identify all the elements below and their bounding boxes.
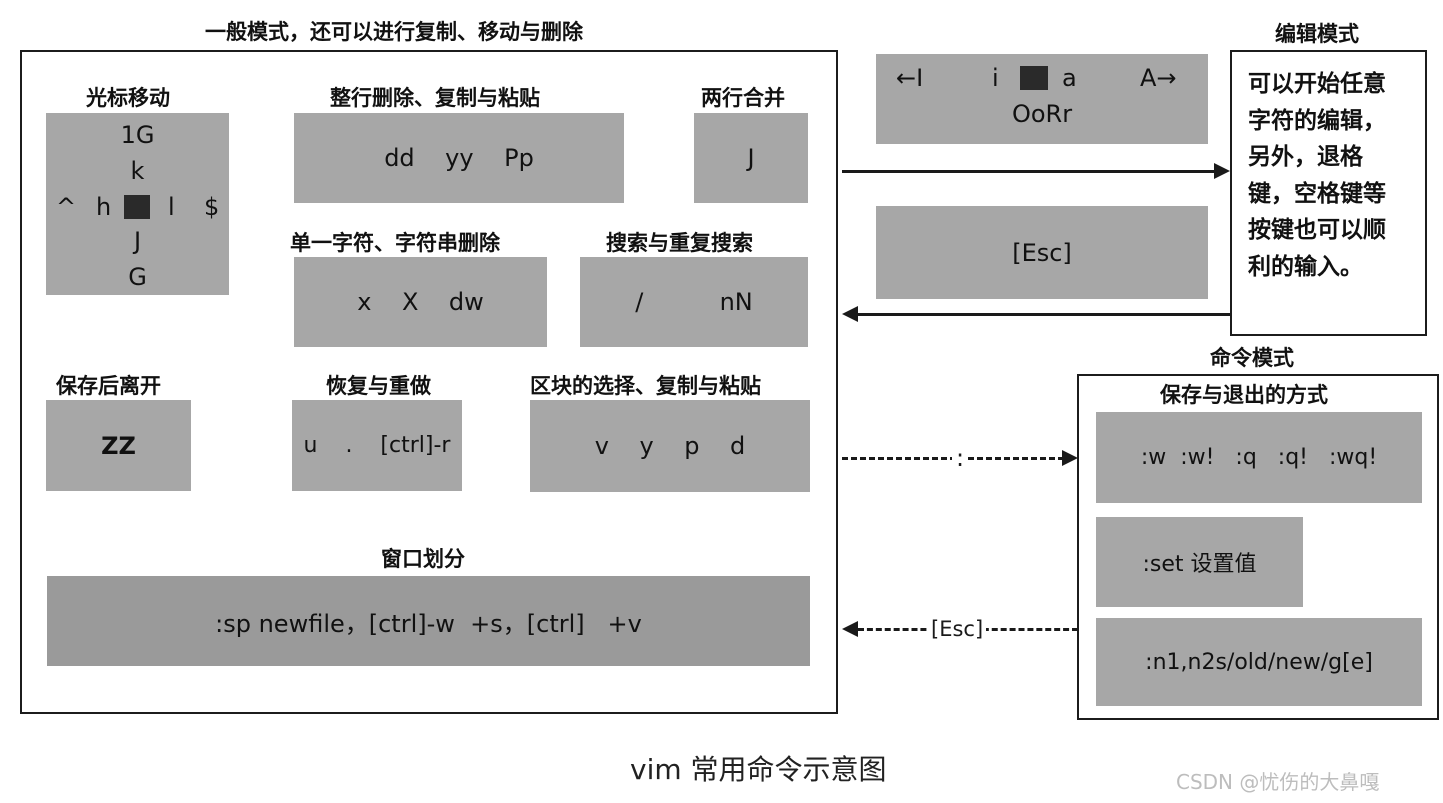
command-item-substitute: :n1,n2s/old/new/g[e] xyxy=(1096,618,1422,706)
insert-cursor-icon xyxy=(1020,66,1048,90)
edit-mode-text: 可以开始任意字符的编辑，另外，退格键，空格键等按键也可以顺利的输入。 xyxy=(1248,71,1386,280)
save-quit-label: 保存后离开 xyxy=(56,374,161,398)
arrowhead-right-icon xyxy=(1214,163,1230,179)
insert-key-i: i xyxy=(992,64,999,92)
undo-redo-label: 恢复与重做 xyxy=(326,374,431,398)
command-mode-subtitle: 保存与退出的方式 xyxy=(1160,383,1328,407)
edit-mode-frame xyxy=(1230,50,1427,336)
join-label: 两行合并 xyxy=(701,86,785,110)
esc-box: [Esc] xyxy=(876,206,1208,299)
window-label: 窗口划分 xyxy=(381,547,465,571)
cursor-key-g: G xyxy=(128,263,147,291)
insert-key-bottom: OoRr xyxy=(1011,100,1073,128)
cursor-move-label: 光标移动 xyxy=(86,86,170,110)
cursor-key-caret: ^ xyxy=(56,193,77,221)
insert-keys-box: ←I i a A→ OoRr xyxy=(876,54,1208,144)
arrowhead-left-icon xyxy=(842,306,858,322)
line-ops-label: 整行删除、复制与粘贴 xyxy=(330,86,540,110)
cursor-key-1g: 1G xyxy=(120,121,155,149)
arrowhead-right-icon xyxy=(1062,450,1078,466)
command-item-save-quit: :w :w! :q :q! :wq! xyxy=(1096,412,1422,503)
undo-redo-box: u . [ctrl]-r xyxy=(292,400,462,491)
char-del-label: 单一字符、字符串删除 xyxy=(290,231,500,255)
watermark: CSDN @忧伤的大鼻嘎 xyxy=(1176,770,1380,794)
line-ops-box: dd yy Pp xyxy=(294,113,624,203)
cursor-move-box: 1G k ^ h l $ J G xyxy=(46,113,229,295)
arrow-to-edit xyxy=(842,170,1216,173)
edit-mode-title: 编辑模式 xyxy=(1275,22,1359,46)
cursor-key-h: h xyxy=(96,193,112,221)
cursor-key-l: l xyxy=(168,193,175,221)
colon-label: : xyxy=(952,444,969,472)
cursor-block-icon xyxy=(124,195,150,219)
command-mode-title: 命令模式 xyxy=(1210,346,1294,370)
insert-key-right: A→ xyxy=(1140,64,1177,92)
char-del-box: x X dw xyxy=(294,257,547,347)
cursor-key-j: J xyxy=(133,227,142,255)
join-box: J xyxy=(694,113,808,203)
command-item-set: :set 设置值 xyxy=(1096,517,1303,607)
save-quit-box: ZZ xyxy=(46,400,191,491)
cursor-key-dollar: $ xyxy=(204,193,220,221)
block-box: v y p d xyxy=(530,400,810,492)
caption: vim 常用命令示意图 xyxy=(630,753,887,786)
search-box: / nN xyxy=(580,257,808,347)
arrowhead-left-icon xyxy=(842,621,858,637)
arrow-esc-back xyxy=(858,313,1230,316)
block-label: 区块的选择、复制与粘贴 xyxy=(530,374,761,398)
insert-key-left: ←I xyxy=(896,64,924,92)
window-box: :sp newfile，[ctrl]-w +s，[ctrl] +v xyxy=(47,576,810,666)
normal-mode-title: 一般模式，还可以进行复制、移动与删除 xyxy=(205,20,583,44)
search-label: 搜索与重复搜索 xyxy=(606,231,753,255)
insert-key-a: a xyxy=(1062,64,1077,92)
cursor-key-k: k xyxy=(130,157,145,185)
esc-arrow-label: [Esc] xyxy=(928,617,987,641)
